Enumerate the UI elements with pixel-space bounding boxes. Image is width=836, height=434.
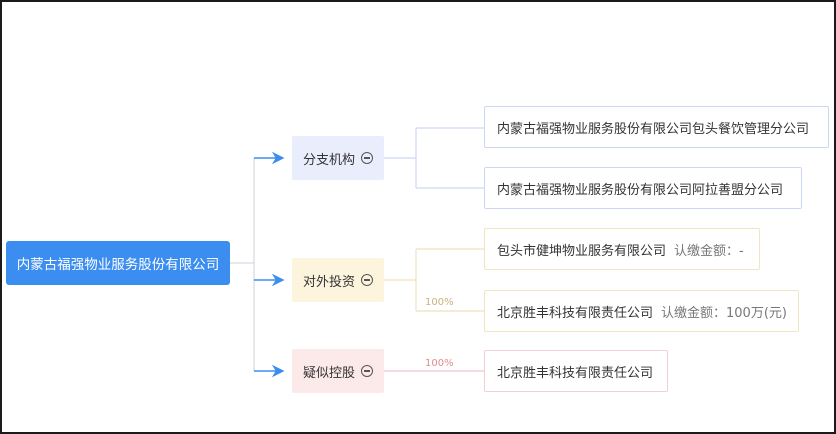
- branch-company-node[interactable]: 内蒙古福强物业服务股份有限公司包头餐饮管理分公司: [484, 106, 829, 148]
- category-branches-label: 分支机构: [302, 152, 355, 168]
- controlled-company-node[interactable]: 北京胜丰科技有限责任公司: [484, 350, 668, 392]
- collapse-icon[interactable]: [361, 152, 373, 164]
- branch-company-name: 内蒙古福强物业服务股份有限公司包头餐饮管理分公司: [497, 121, 810, 137]
- category-branches[interactable]: 分支机构: [292, 136, 384, 180]
- category-investments[interactable]: 对外投资: [292, 258, 384, 302]
- collapse-icon[interactable]: [361, 274, 373, 286]
- invest-connector: [384, 248, 484, 312]
- branch-company-node[interactable]: 内蒙古福强物业服务股份有限公司阿拉善盟分公司: [484, 167, 802, 209]
- root-company-node[interactable]: 内蒙古福强物业服务股份有限公司: [6, 241, 230, 285]
- category-suspected-control[interactable]: 疑似控股: [292, 349, 384, 393]
- subscribed-amount: 认缴金额：-: [674, 243, 744, 259]
- investment-company-node[interactable]: 北京胜丰科技有限责任公司 认缴金额：100万(元): [484, 290, 799, 332]
- collapse-icon[interactable]: [361, 365, 373, 377]
- investment-company-name: 包头市健坤物业服务有限公司: [497, 243, 667, 259]
- controlled-company-name: 北京胜丰科技有限责任公司: [497, 365, 654, 381]
- branch-company-name: 内蒙古福强物业服务股份有限公司阿拉善盟分公司: [497, 182, 784, 198]
- subscribed-amount: 认缴金额：100万(元): [661, 305, 787, 321]
- invest-percentage-label: 100%: [425, 297, 454, 308]
- branch-connector: [384, 127, 484, 189]
- control-percentage-label: 100%: [425, 358, 454, 369]
- category-suspected-control-label: 疑似控股: [302, 365, 355, 381]
- investment-company-node[interactable]: 包头市健坤物业服务有限公司 认缴金额：-: [484, 228, 760, 270]
- root-company-label: 内蒙古福强物业服务股份有限公司: [16, 257, 220, 273]
- investment-company-name: 北京胜丰科技有限责任公司: [497, 305, 654, 321]
- category-investments-label: 对外投资: [302, 274, 355, 290]
